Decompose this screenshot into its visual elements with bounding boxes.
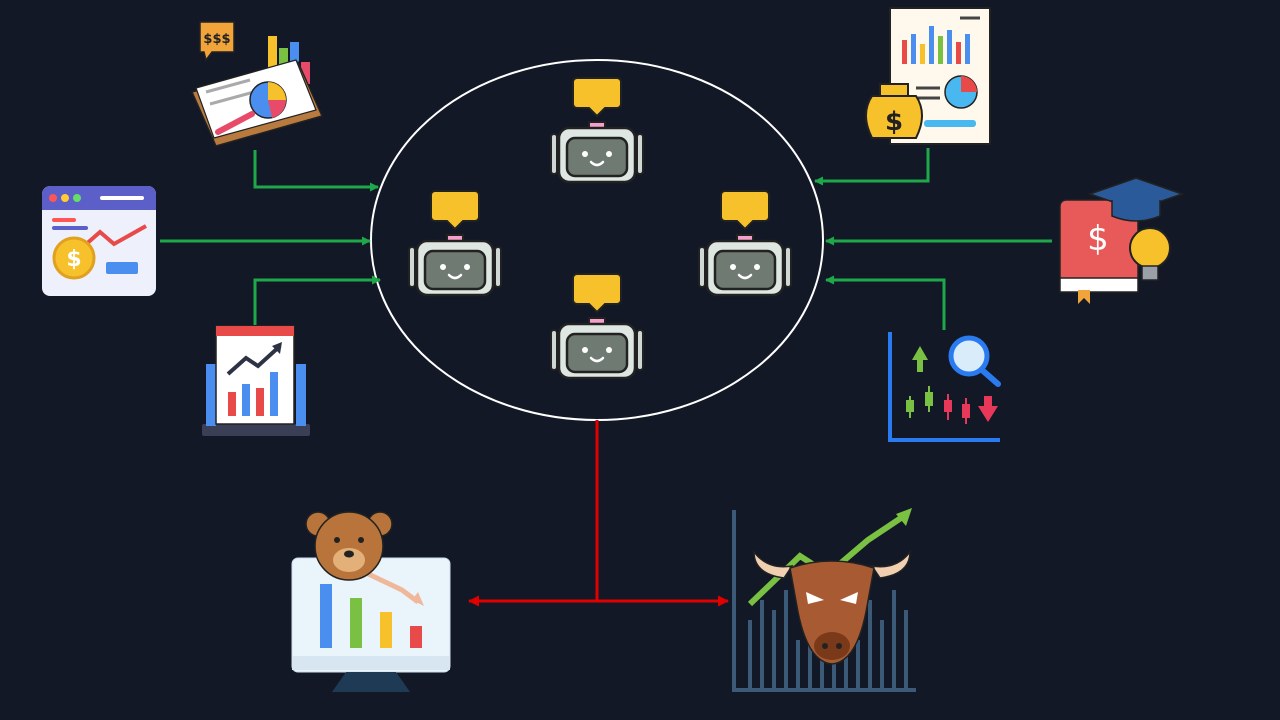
input-arrow-3 xyxy=(255,280,380,325)
input-arrow-4 xyxy=(815,148,928,181)
agent-bottom xyxy=(551,274,643,378)
money-bag-report-icon: $ xyxy=(866,8,990,144)
growth-chart-icon xyxy=(202,326,310,436)
bull-market-icon xyxy=(734,508,916,690)
finance-education-icon: $ xyxy=(1060,178,1182,304)
input-arrow-1 xyxy=(255,150,378,187)
candlestick-analysis-icon xyxy=(890,332,1000,440)
bear-market-icon xyxy=(292,512,450,692)
dollar-label: $ xyxy=(1087,219,1109,259)
agent-left xyxy=(409,191,501,295)
agent-right xyxy=(699,191,791,295)
svg-text:$: $ xyxy=(66,247,81,272)
dollar-label: $$$ xyxy=(203,32,230,47)
input-arrow-6 xyxy=(826,280,944,330)
dollar-label: $ xyxy=(885,107,903,137)
agent-top xyxy=(551,78,643,182)
financial-report-icon: $$$ xyxy=(192,22,322,146)
web-dollar-trend-icon: $ xyxy=(42,186,156,296)
